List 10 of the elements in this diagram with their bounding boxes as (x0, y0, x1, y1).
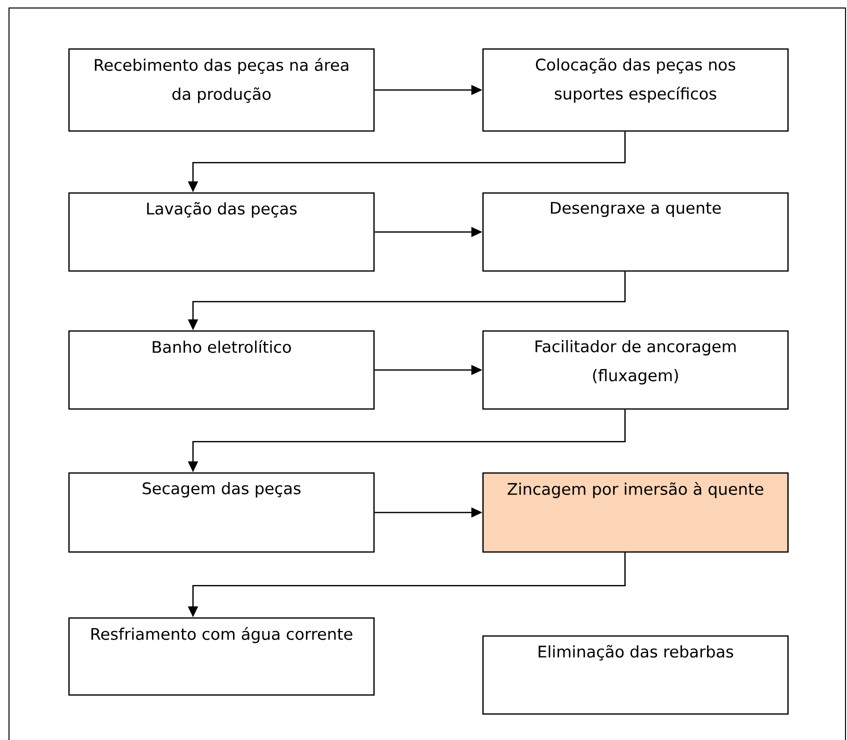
process-box: Recebimento das peças na área da produção (68, 48, 375, 132)
process-box: Banho eletrolítico (68, 330, 375, 410)
process-box: Facilitador de ancoragem (fluxagem) (482, 330, 789, 410)
process-box: Desengraxe a quente (482, 192, 789, 272)
highlighted-process-box: Zincagem por imersão à quente (482, 472, 789, 553)
process-box: Lavação das peças (68, 192, 375, 272)
process-box: Eliminação das rebarbas (482, 635, 789, 715)
process-box: Resfriamento com água corrente (68, 617, 375, 696)
process-box: Colocação das peças nos suportes específicos (482, 48, 789, 132)
process-box: Secagem das peças (68, 472, 375, 553)
